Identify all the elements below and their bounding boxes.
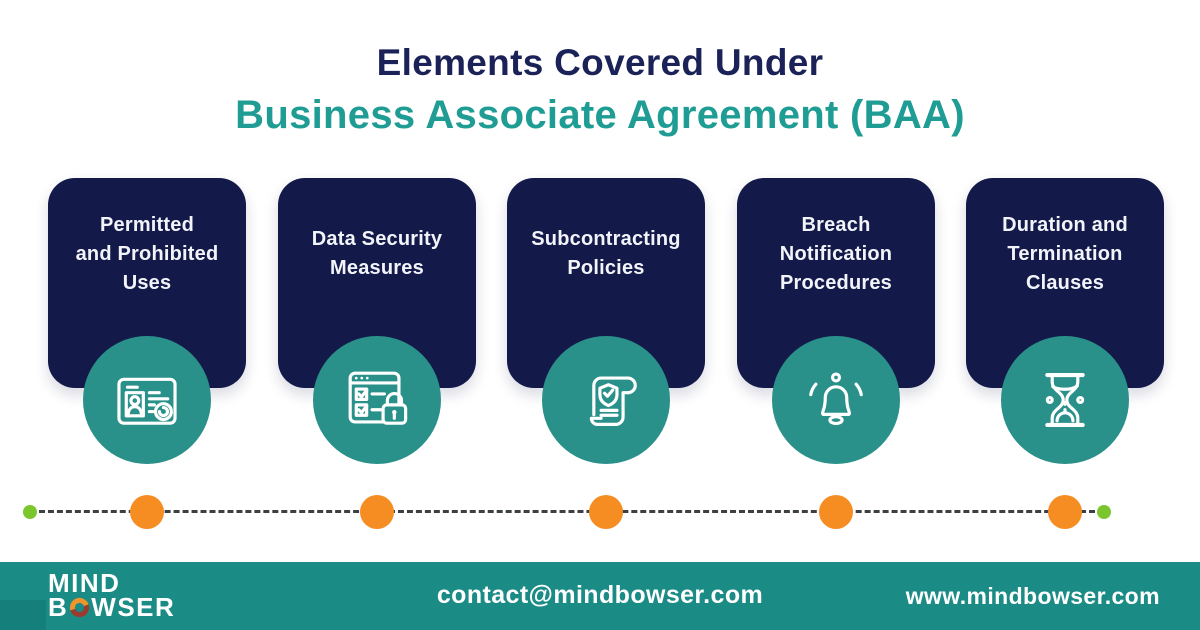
logo-swirl-o-icon: [70, 597, 90, 617]
element-column-subcontracting: Subcontracting Policies: [507, 178, 705, 466]
hourglass-icon: [1045, 372, 1085, 428]
timeline-start-dot: [23, 505, 37, 519]
website-link[interactable]: www.mindbowser.com: [905, 583, 1160, 609]
contact-email-link[interactable]: contact@mindbowser.com: [436, 581, 764, 609]
icon-circle: [313, 336, 441, 464]
logo-line-1: MIND: [48, 568, 175, 598]
icon-circle: [772, 336, 900, 464]
element-column-data-security: Data Security Measures: [278, 178, 476, 466]
card-label: Data Security Measures: [311, 228, 443, 279]
logo-line-2: B WSER: [48, 592, 176, 623]
page-subtitle: Business Associate Agreement (BAA): [235, 93, 965, 137]
footer-corner-accent: [0, 600, 46, 630]
timeline-milestone-dot: [589, 495, 623, 529]
timeline-milestone-dot: [130, 495, 164, 529]
notification-bell-icon: [809, 372, 863, 426]
contract-scroll-icon: [589, 376, 637, 426]
checklist-lock-icon: [348, 371, 408, 425]
timeline-milestone-dot: [360, 495, 394, 529]
timeline-end-dot: [1097, 505, 1111, 519]
mindbowser-logo: MIND B WSER: [48, 568, 176, 623]
card-label: Permitted and Prohibited Uses: [75, 213, 219, 294]
timeline-dashed-line: [30, 510, 1104, 513]
card-label: Breach Notification Procedures: [779, 213, 893, 294]
element-column-breach-notification: Breach Notification Procedures: [737, 178, 935, 466]
footer-bar: MIND B WSER: [0, 562, 1200, 630]
page-title: Elements Covered Under: [376, 42, 824, 83]
card-label: Subcontracting Policies: [531, 228, 681, 279]
logo-text-wser: WSER: [91, 592, 176, 623]
logo-text-b: B: [48, 592, 69, 623]
timeline-milestone-dot: [1048, 495, 1082, 529]
timeline-milestone-dot: [819, 495, 853, 529]
card-label: Duration and Termination Clauses: [1002, 213, 1128, 294]
logo-text-mind: MIND: [48, 568, 121, 598]
card-permitted-uses: Permitted and Prohibited Uses: [48, 178, 246, 388]
icon-circle: [83, 336, 211, 464]
element-column-permitted-uses: Permitted and Prohibited Uses: [48, 178, 246, 466]
icon-circle: [542, 336, 670, 464]
icon-circle: [1001, 336, 1129, 464]
element-column-duration-termination: Duration and Termination Clauses: [966, 178, 1164, 466]
id-card-icon: [117, 377, 177, 425]
